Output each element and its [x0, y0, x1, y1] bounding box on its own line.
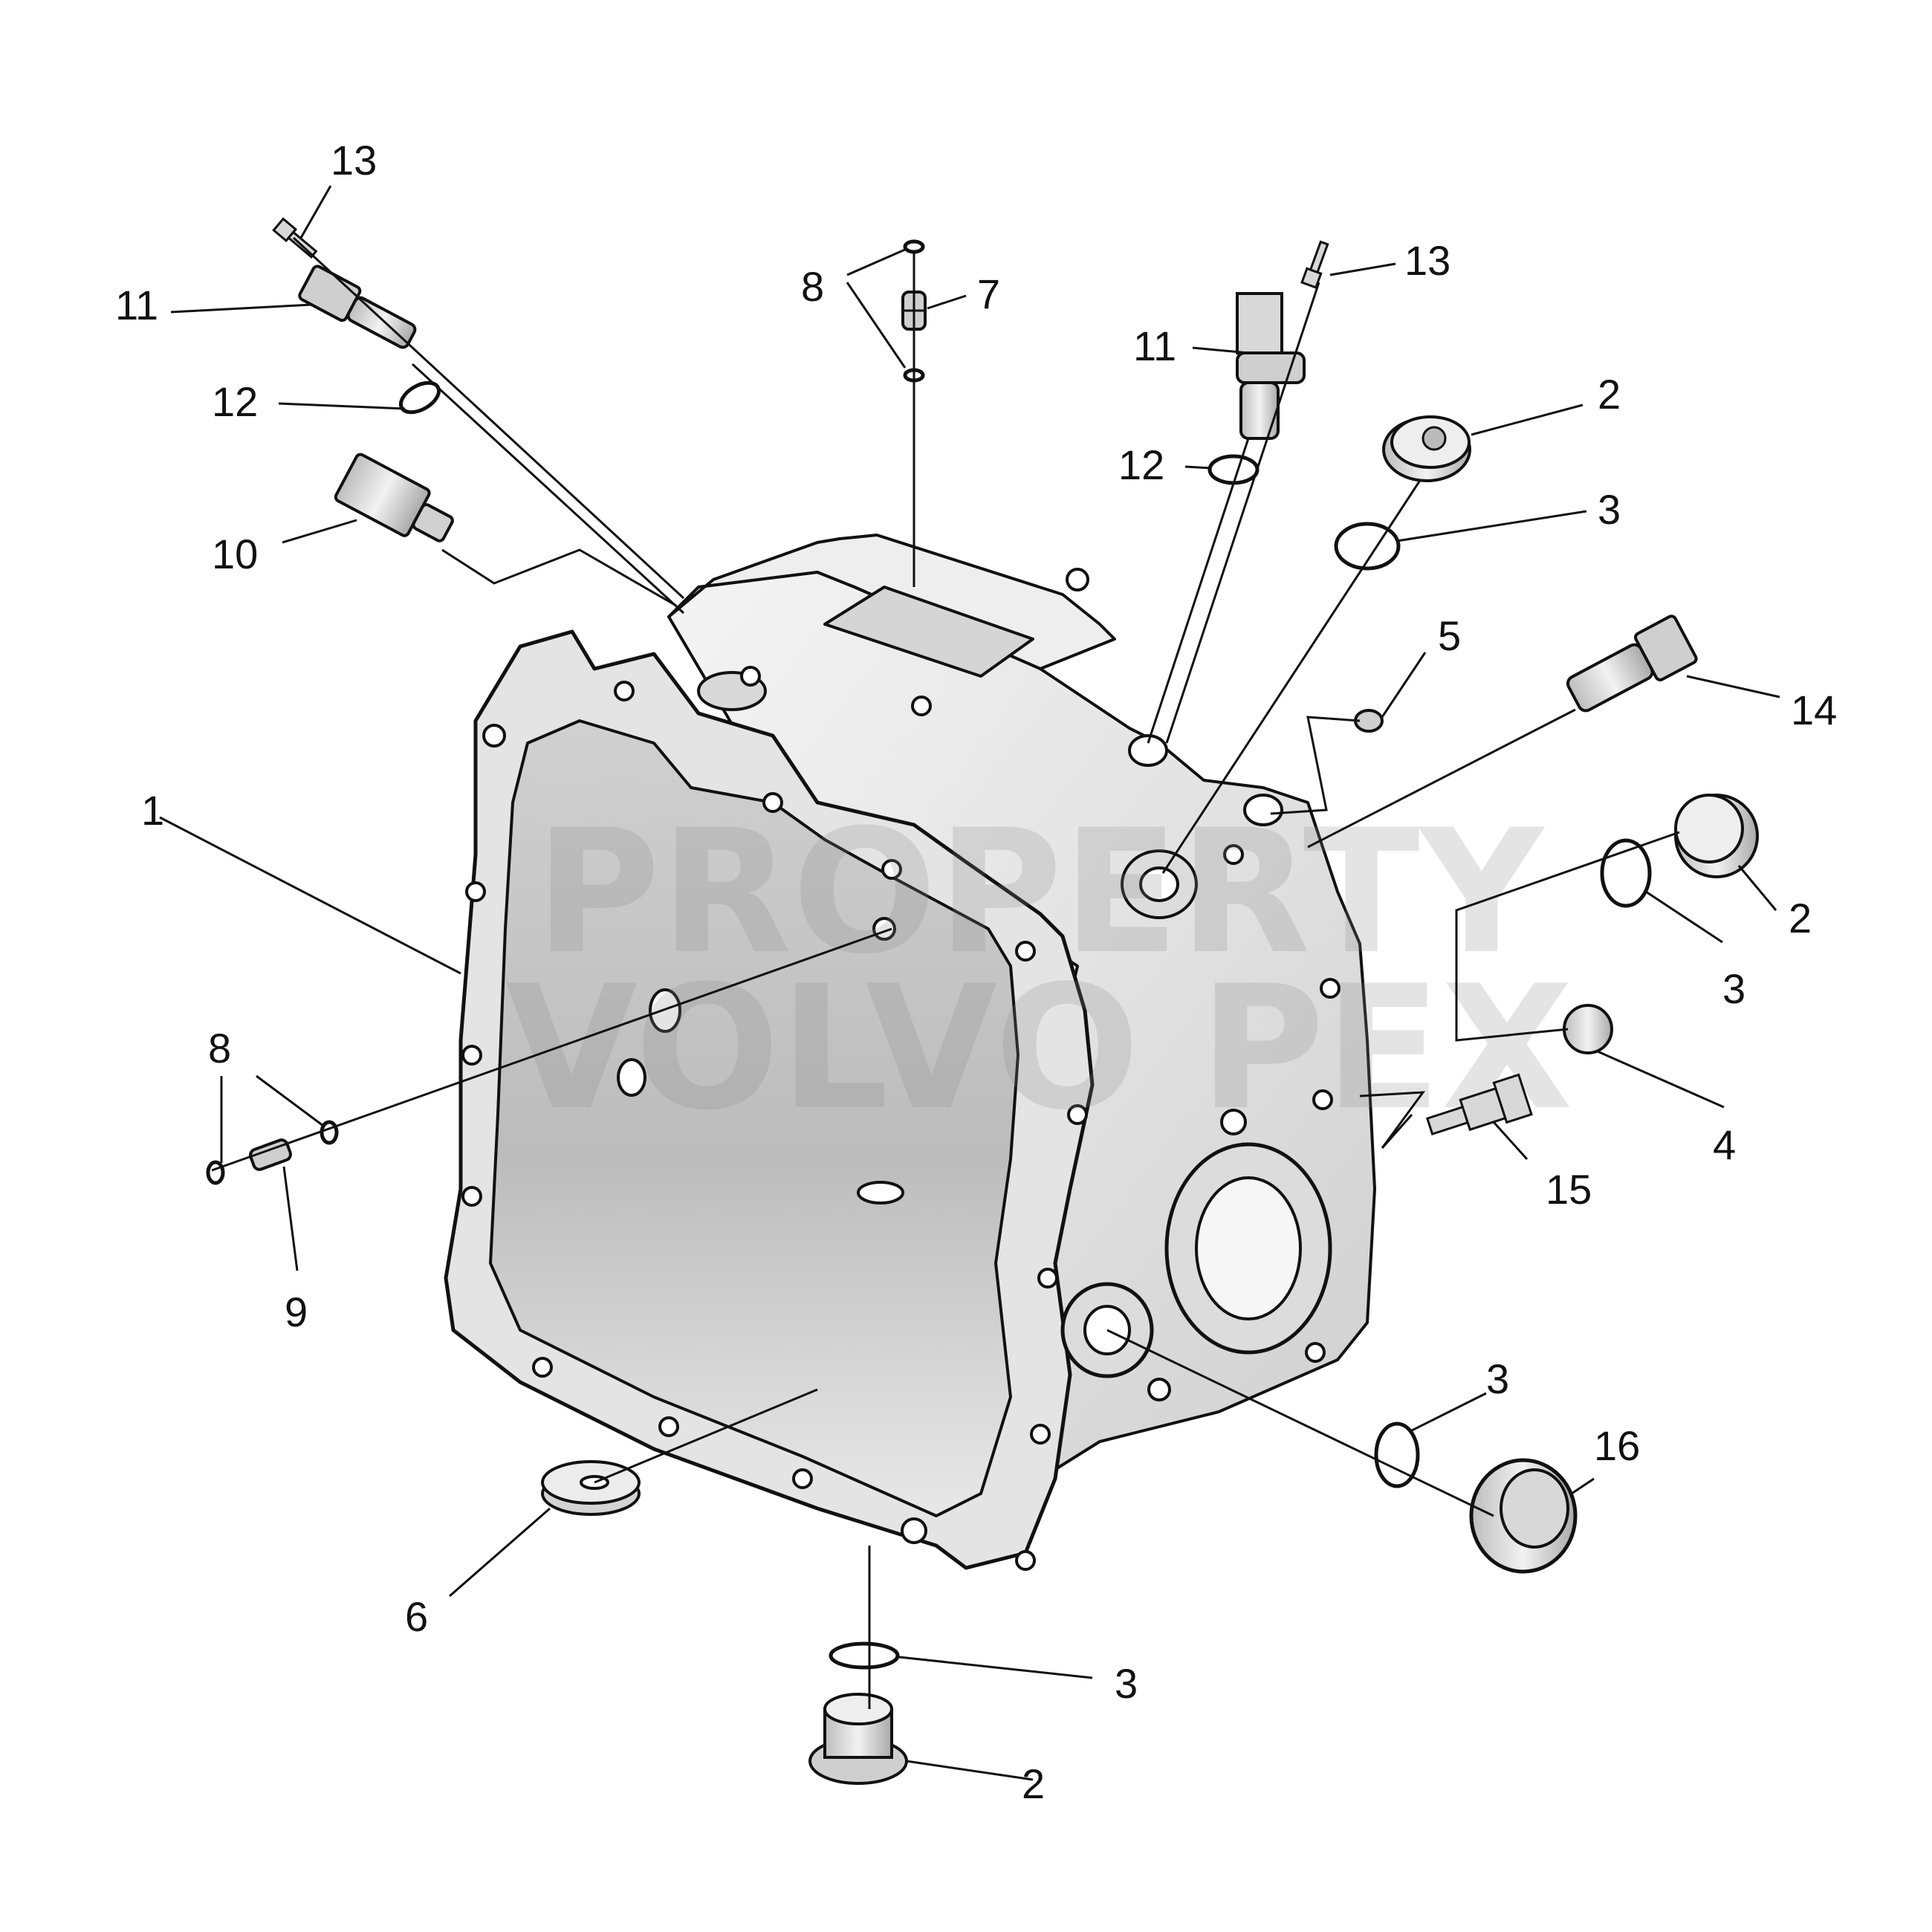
seal-16 — [1469, 1458, 1578, 1574]
callout-13-right: 13 — [1404, 237, 1450, 284]
callout-10: 10 — [212, 531, 258, 577]
callout-15: 15 — [1546, 1166, 1592, 1213]
callout-2-bottom: 2 — [1022, 1760, 1045, 1807]
callout-2-right: 2 — [1789, 895, 1812, 941]
plug-2-bottom — [808, 1693, 908, 1785]
plug-2-top — [1382, 415, 1471, 482]
seal-6 — [541, 1460, 641, 1516]
callout-8-left: 8 — [208, 1025, 231, 1072]
callout-8-top: 8 — [801, 263, 824, 310]
watermark: PROPERTY VOLVO PEX — [505, 794, 1573, 1148]
washer-8-left-1 — [206, 1160, 225, 1185]
plug-bore — [1139, 866, 1179, 902]
breather-9 — [249, 1138, 292, 1171]
callout-16: 16 — [1594, 1422, 1640, 1469]
callout-6: 6 — [405, 1593, 428, 1640]
cavity-hole-1 — [649, 988, 681, 1033]
cavity-hole-3 — [857, 1181, 904, 1205]
callout-2-top: 2 — [1598, 371, 1621, 418]
callout-13-left: 13 — [331, 137, 377, 184]
watermark-line-1: PROPERTY — [535, 794, 1546, 992]
speed-sensor-11-right — [1236, 292, 1306, 440]
callout-14: 14 — [1791, 687, 1837, 733]
o-ring-3-lower-right — [1374, 1422, 1420, 1488]
callout-12-right: 12 — [1118, 441, 1164, 488]
callout-labels: 13 11 12 10 8 7 13 11 12 2 3 5 14 2 3 4 … — [115, 137, 1837, 1807]
callout-1: 1 — [141, 787, 164, 834]
callout-3-lower-right: 3 — [1486, 1355, 1509, 1402]
washer-8-top — [903, 239, 925, 254]
plug-2-right — [1674, 794, 1759, 878]
bearing-bore — [1195, 1176, 1302, 1320]
o-ring-12-left — [398, 380, 441, 415]
o-ring-3-bottom — [829, 1641, 900, 1670]
callout-3-right: 3 — [1722, 965, 1745, 1012]
sensor-15 — [1425, 1073, 1533, 1136]
callout-9: 9 — [285, 1288, 308, 1335]
washer-8-left-2 — [320, 1120, 339, 1145]
speed-sensor-11-left — [298, 265, 417, 349]
o-ring-3-right — [1600, 838, 1652, 908]
transmission-housing — [444, 534, 1376, 1571]
callout-11-right: 11 — [1133, 322, 1176, 369]
o-ring-12-right — [1208, 454, 1260, 485]
watermark-line-2: VOLVO PEX — [505, 950, 1573, 1148]
top-opening — [823, 586, 1034, 678]
bolt-13-right — [1300, 240, 1329, 289]
callout-12-left: 12 — [212, 378, 258, 425]
sensor-14 — [1566, 615, 1698, 713]
sensor-10 — [334, 453, 454, 542]
plug-4 — [1563, 1004, 1613, 1054]
callout-11-left: 11 — [115, 282, 158, 328]
sensor-bore-2 — [1243, 794, 1283, 826]
cavity-hole-2 — [617, 1058, 646, 1097]
sensor-bore-1 — [1128, 734, 1168, 767]
callout-4: 4 — [1713, 1121, 1736, 1168]
leader-lines — [159, 185, 1780, 1781]
callout-5: 5 — [1438, 612, 1461, 659]
o-ring-3-top — [1334, 522, 1401, 571]
callout-3-bottom: 3 — [1115, 1660, 1138, 1707]
callout-7: 7 — [977, 270, 1000, 317]
callout-3-top: 3 — [1598, 486, 1621, 533]
